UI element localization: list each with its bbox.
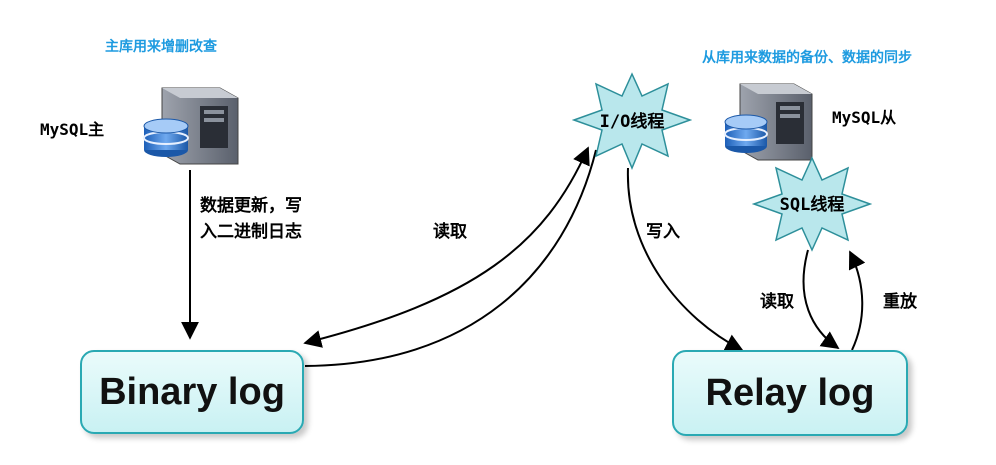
master-server-icon bbox=[143, 87, 239, 165]
sql-replay-arrow bbox=[848, 250, 866, 351]
io-write-arrow bbox=[626, 167, 744, 351]
binary-log-box: Binary log bbox=[80, 350, 304, 434]
slave-caption: 从库用来数据的备份、数据的同步 bbox=[702, 50, 912, 66]
sql-thread-label: SQL线程 bbox=[780, 194, 845, 215]
master-caption: 主库用来增删改查 bbox=[105, 39, 217, 55]
relay-log-label: Relay log bbox=[705, 371, 875, 414]
io-read-label: 读取 bbox=[433, 222, 467, 242]
io-read-return-line bbox=[304, 149, 597, 367]
sql-read-label: 读取 bbox=[760, 292, 794, 312]
binary-log-label: Binary log bbox=[99, 370, 285, 413]
slave-label: MySQL从 bbox=[832, 108, 897, 127]
update-label: 数据更新，写 入二进制日志 bbox=[200, 193, 302, 245]
update-label-line2: 入二进制日志 bbox=[200, 222, 302, 242]
relay-log-box: Relay log bbox=[672, 350, 908, 436]
update-label-line1: 数据更新，写 bbox=[200, 196, 302, 216]
io-write-label: 写入 bbox=[646, 222, 680, 242]
io-thread-label: I/O线程 bbox=[600, 111, 665, 132]
master-label: MySQL主 bbox=[40, 120, 105, 139]
slave-server-icon bbox=[724, 83, 813, 161]
io-read-arrow bbox=[303, 146, 590, 348]
sql-read-arrow bbox=[802, 249, 840, 350]
sql-thread-star: SQL线程 bbox=[752, 156, 872, 252]
io-thread-star: I/O线程 bbox=[572, 72, 692, 170]
sql-replay-label: 重放 bbox=[883, 292, 917, 312]
